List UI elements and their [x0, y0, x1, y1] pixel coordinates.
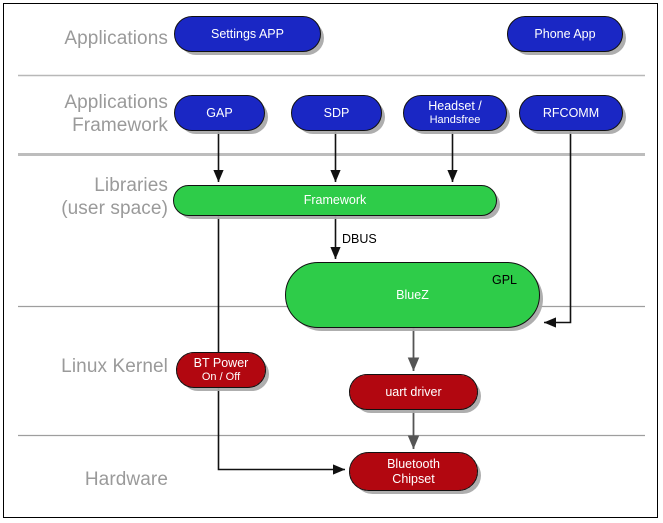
- node-rfcomm-label: RFCOMM: [542, 105, 600, 120]
- layer-label-libraries: Libraries (user space): [8, 174, 168, 220]
- node-framework-label: Framework: [303, 193, 367, 207]
- layer-label-linux-kernel: Linux Kernel: [61, 356, 168, 377]
- layer-label-applications-framework-line2: Framework: [72, 115, 168, 136]
- layer-label-applications-framework-line1: Applications: [64, 92, 168, 113]
- node-uart-driver[interactable]: uart driver: [349, 374, 478, 410]
- node-uart-driver-label: uart driver: [385, 384, 442, 399]
- node-sdp-label: SDP: [323, 105, 350, 120]
- layer-label-applications-framework: Applications Framework: [8, 91, 168, 137]
- node-gap[interactable]: GAP: [174, 95, 265, 131]
- edge-label-dbus: DBUS: [342, 232, 377, 246]
- layer-label-libraries-line1: Libraries: [94, 175, 168, 196]
- node-phone-app[interactable]: Phone App: [507, 16, 623, 52]
- node-bluez-gpl-tag: GPL: [491, 273, 517, 287]
- node-headset-handsfree-label-line1: Headset /: [428, 99, 482, 113]
- node-bluetooth-chipset-label-line1: Bluetooth: [387, 456, 440, 471]
- node-settings-app[interactable]: Settings APP: [174, 16, 321, 52]
- node-bluez-label: BlueZ: [396, 287, 429, 302]
- node-phone-app-label: Phone App: [534, 26, 596, 41]
- node-framework[interactable]: Framework: [173, 185, 497, 216]
- node-bt-power[interactable]: BT Power On / Off: [176, 352, 266, 388]
- layer-label-hardware: Hardware: [84, 469, 168, 490]
- layer-label-applications: Applications: [64, 28, 168, 49]
- node-headset-handsfree[interactable]: Headset / Handsfree: [403, 95, 507, 131]
- node-sdp[interactable]: SDP: [291, 95, 382, 131]
- node-rfcomm[interactable]: RFCOMM: [519, 95, 623, 131]
- node-bluetooth-chipset[interactable]: Bluetooth Chipset: [349, 452, 478, 491]
- node-gap-label: GAP: [206, 105, 233, 120]
- wire-rfcomm-to-bluez: [543, 131, 572, 328]
- node-bt-power-label-line1: BT Power: [193, 356, 249, 370]
- node-bluez[interactable]: BlueZ GPL: [285, 262, 540, 328]
- diagram-frame: [3, 3, 658, 518]
- node-settings-app-label: Settings APP: [211, 26, 284, 41]
- node-bt-power-label-line2: On / Off: [201, 371, 241, 383]
- node-headset-handsfree-label-line2: Handsfree: [429, 114, 481, 126]
- layer-label-libraries-line2: (user space): [61, 198, 168, 219]
- wire-gap-to-chipset: [217, 216, 346, 475]
- node-bluetooth-chipset-label-line2: Chipset: [392, 471, 435, 486]
